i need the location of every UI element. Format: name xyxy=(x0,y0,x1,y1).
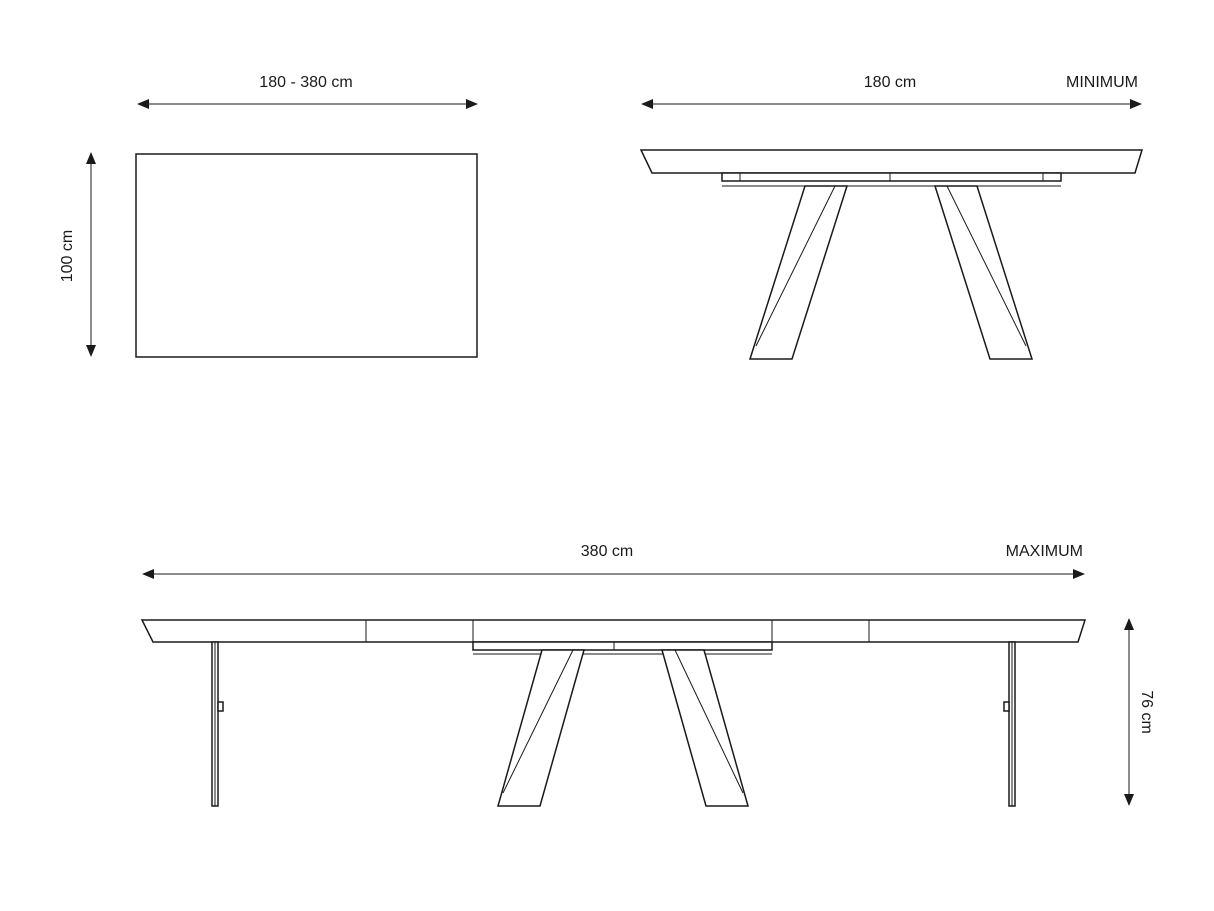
maximum-height-dimension-arrow xyxy=(1124,618,1134,806)
minimum-length-dimension-arrow xyxy=(641,99,1142,109)
minimum-view: 180 cm MINIMUM xyxy=(639,74,1144,360)
top-view: 180 - 380 cm 100 cm xyxy=(59,74,478,358)
minimum-tag: MINIMUM xyxy=(1066,74,1138,91)
maximum-center-right-leg xyxy=(661,649,749,807)
minimum-right-leg xyxy=(933,185,1034,360)
top-width-label: 180 - 380 cm xyxy=(259,74,352,91)
maximum-extension-rail xyxy=(472,641,773,651)
top-depth-dimension-arrow xyxy=(86,152,96,357)
maximum-length-dimension-arrow xyxy=(142,569,1085,579)
maximum-view: 380 cm MAXIMUM 76 cm xyxy=(140,543,1155,807)
maximum-left-support-leg xyxy=(211,641,224,807)
top-width-dimension-arrow xyxy=(137,99,478,109)
maximum-tag: MAXIMUM xyxy=(1006,543,1083,560)
maximum-length-label: 380 cm xyxy=(581,543,633,560)
minimum-left-leg xyxy=(748,185,849,360)
minimum-length-label: 180 cm xyxy=(864,74,916,91)
maximum-right-support-leg xyxy=(1003,641,1016,807)
top-depth-label: 100 cm xyxy=(59,230,76,282)
minimum-tabletop xyxy=(639,149,1144,174)
maximum-tabletop xyxy=(140,619,1087,643)
table-top-plan xyxy=(135,153,478,358)
minimum-extension-rail xyxy=(721,172,1062,182)
maximum-height-label: 76 cm xyxy=(1138,690,1155,734)
maximum-center-left-leg xyxy=(497,649,585,807)
